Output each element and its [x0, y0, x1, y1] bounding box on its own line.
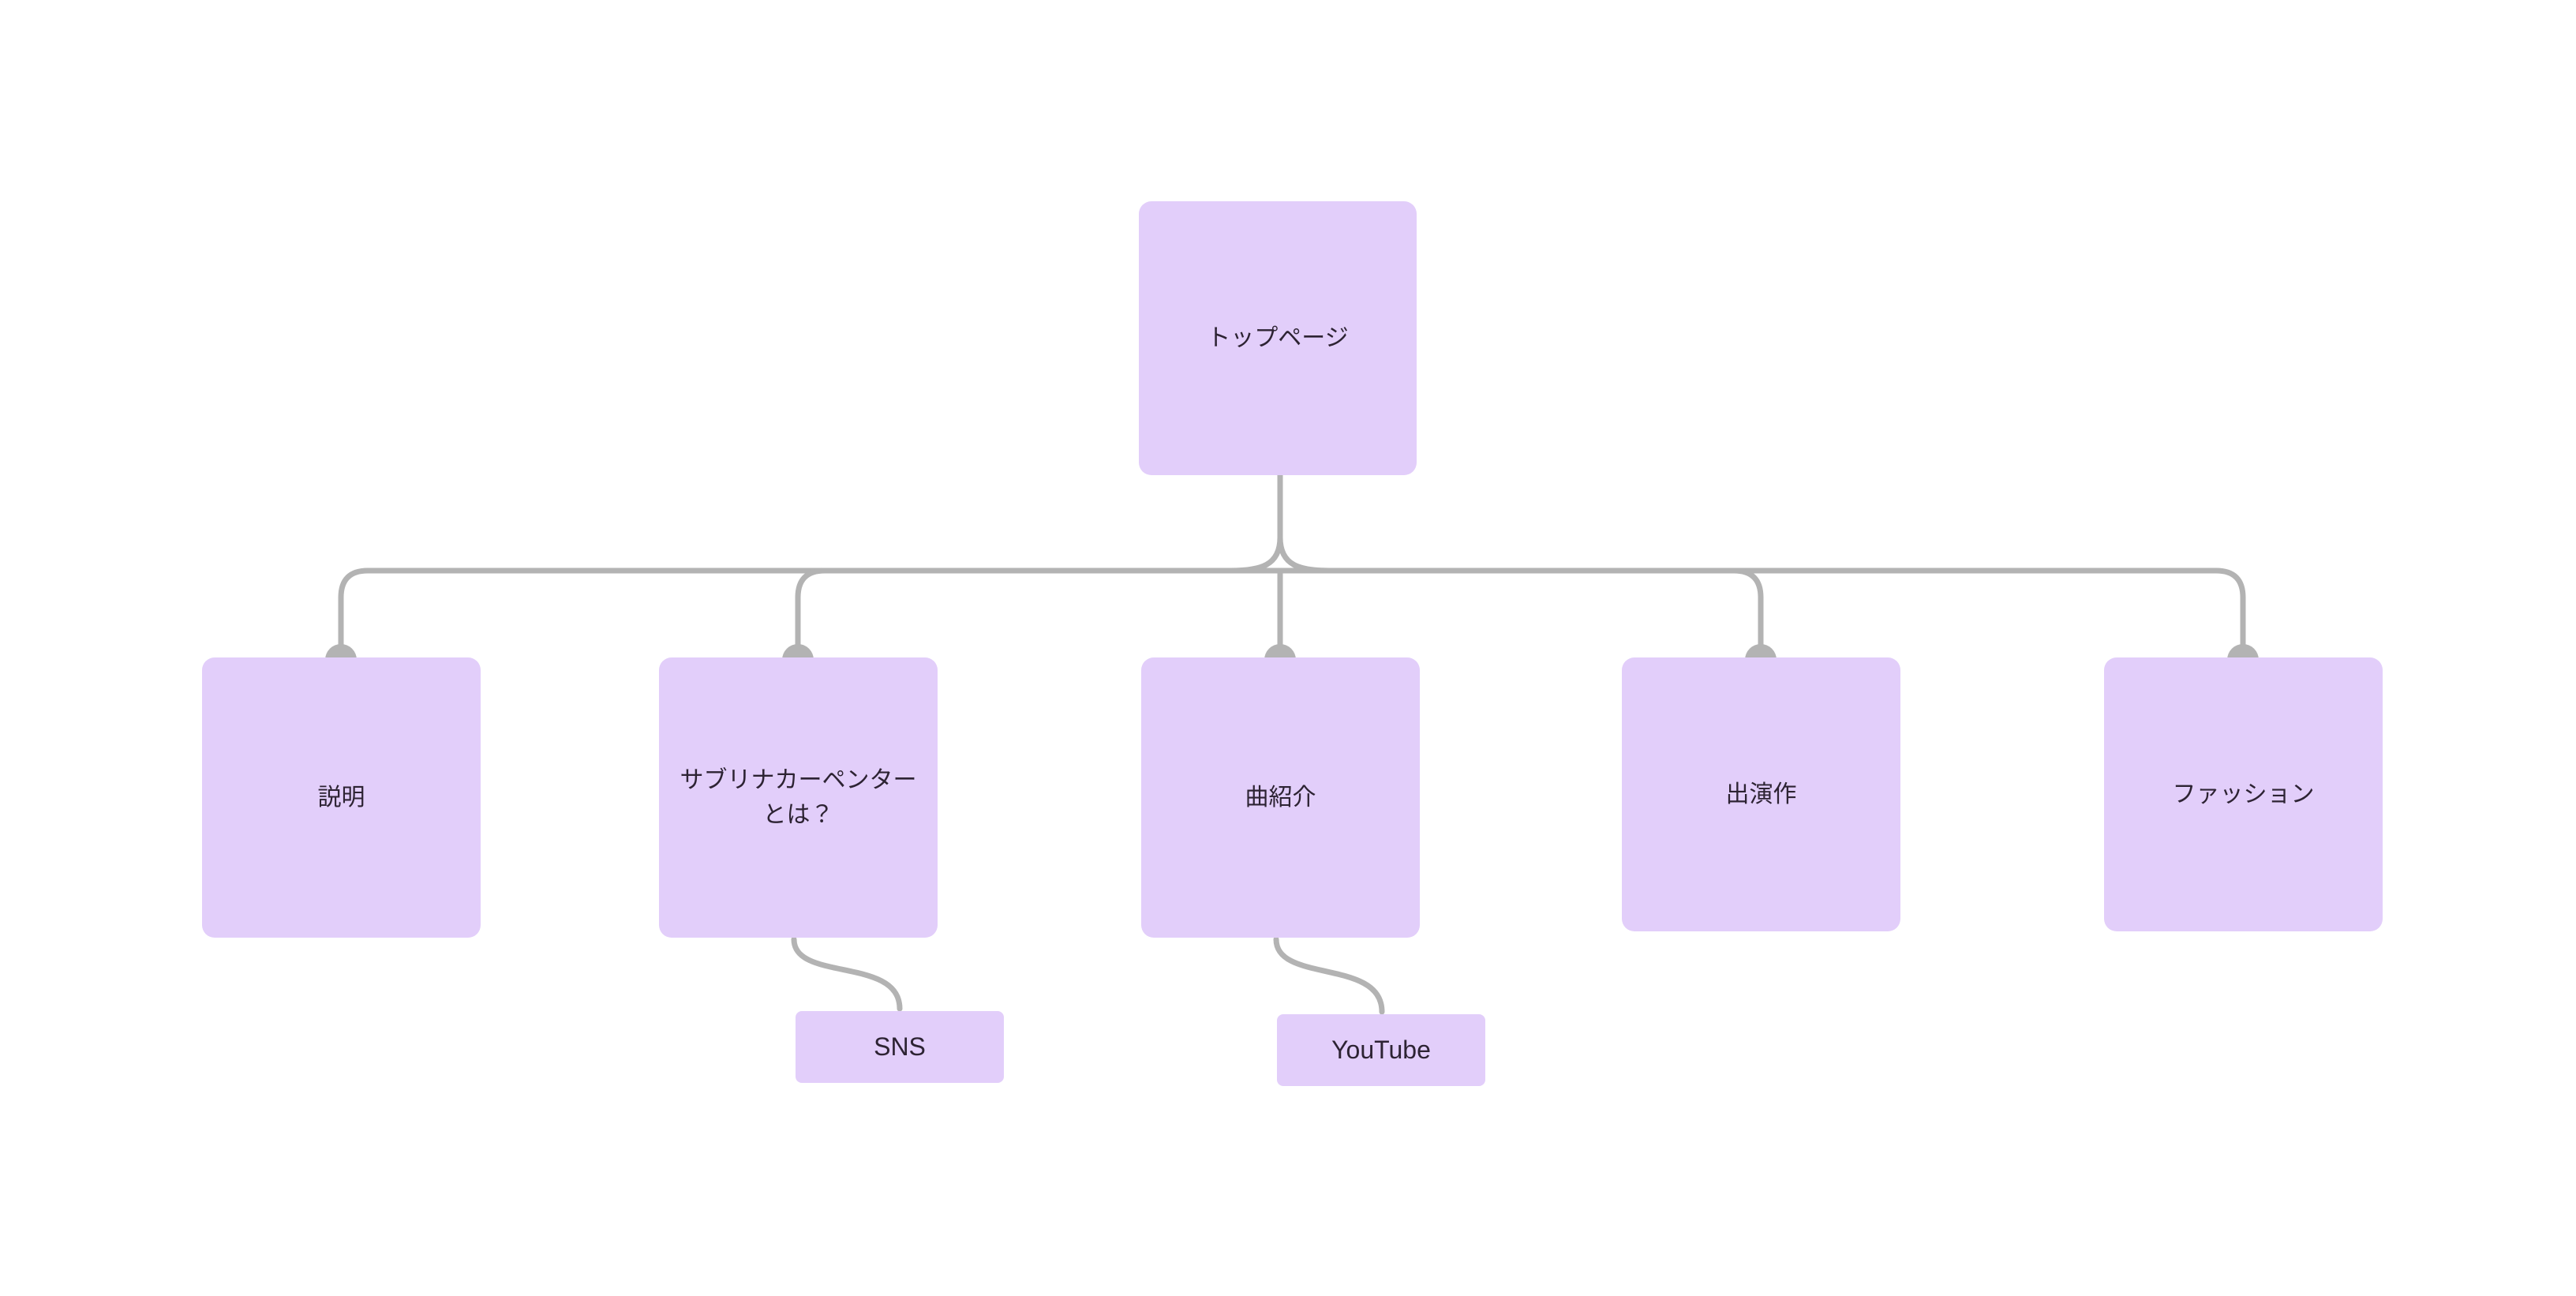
node-setsumei-label: 説明 [317, 784, 365, 811]
node-kyoku-shokai[interactable]: 曲紹介 [1141, 657, 1420, 938]
node-shutsuensaku[interactable]: 出演作 [1622, 657, 1900, 931]
node-sabrina-carpenter-toha[interactable]: サブリナカーペンターとは？ [659, 657, 938, 938]
node-sabrina-carpenter-toha-label: サブリナカーペンターとは？ [680, 767, 917, 828]
node-sns[interactable]: SNS [796, 1011, 1004, 1083]
node-fashion-label: ファッション [2172, 781, 2315, 807]
node-root[interactable]: トップページ [1139, 201, 1417, 475]
node-fashion[interactable]: ファッション [2104, 657, 2383, 931]
node-kyoku-shokai-label: 曲紹介 [1245, 784, 1316, 811]
node-shutsuensaku-label: 出演作 [1725, 781, 1797, 807]
node-setsumei[interactable]: 説明 [202, 657, 481, 938]
node-youtube[interactable]: YouTube [1277, 1014, 1485, 1086]
node-root-label: トップページ [1207, 324, 1349, 351]
node-sns-label: SNS [874, 1032, 926, 1062]
node-youtube-label: YouTube [1331, 1036, 1431, 1065]
